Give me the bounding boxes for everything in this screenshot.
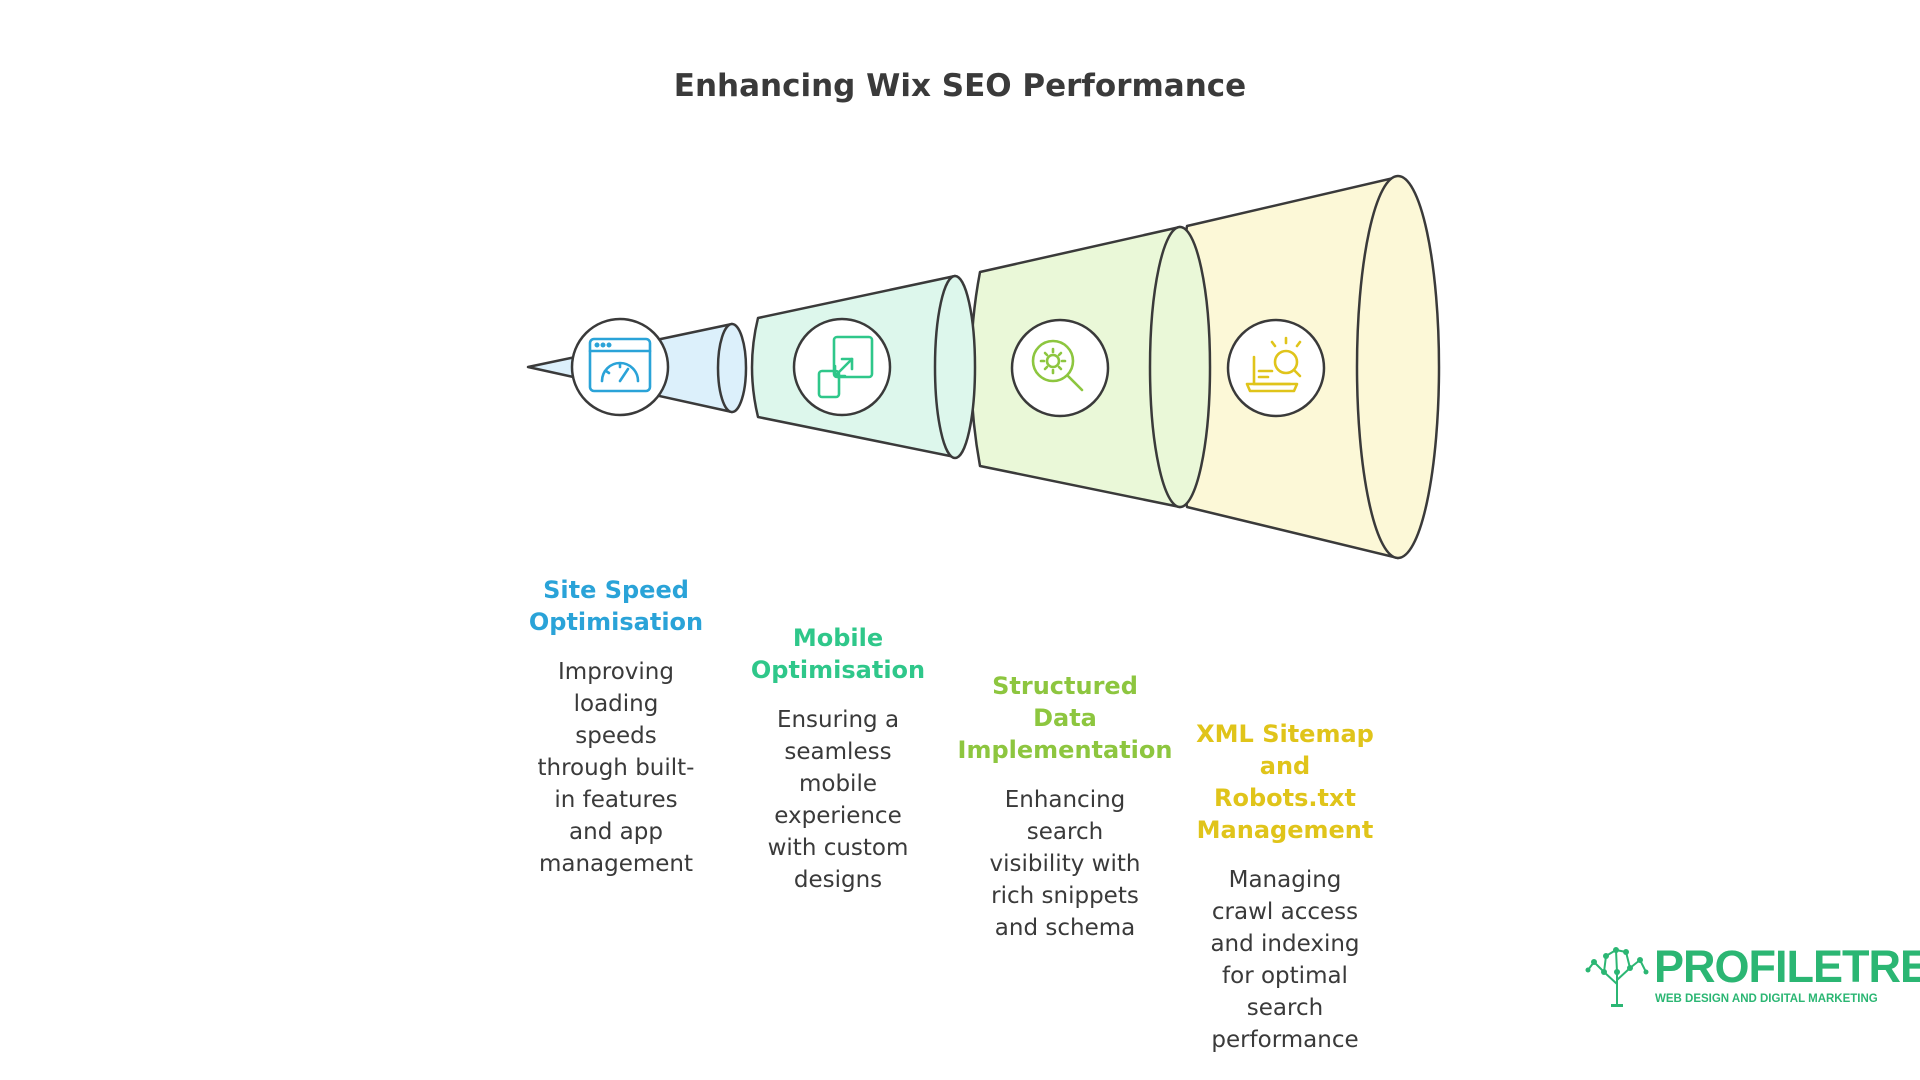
browser-speed-gauge-icon	[570, 317, 670, 417]
logo-tagline: WEB DESIGN AND DIGITAL MARKETING	[1655, 993, 1878, 1005]
step-structured-data: Structured Data Implementation Enhancing…	[950, 670, 1180, 944]
tree-icon	[1585, 947, 1649, 1007]
step-heading: Structured Data Implementation	[957, 672, 1173, 764]
step-site-speed: Site Speed Optimisation Improving loadin…	[516, 574, 716, 880]
step-heading: XML Sitemap and Robots.txt Management	[1196, 720, 1374, 844]
step-description: Improving loading speeds through built- …	[537, 659, 695, 877]
logo-brand: PROFILETREE	[1654, 941, 1920, 992]
gear-magnifier-icon	[1010, 318, 1110, 418]
profiletree-logo: PROFILETREE WEB DESIGN AND DIGITAL MARKE…	[1584, 942, 1920, 1012]
step-description: Managing crawl access and indexing for o…	[1210, 867, 1360, 1053]
step-description: Ensuring a seamless mobile experience wi…	[767, 707, 909, 893]
step-xml-sitemap: XML Sitemap and Robots.txt Management Ma…	[1180, 718, 1390, 1056]
step-mobile: Mobile Optimisation Ensuring a seamless …	[738, 622, 938, 896]
page-title: Enhancing Wix SEO Performance	[673, 68, 1247, 104]
step-heading: Site Speed Optimisation	[528, 576, 704, 636]
laptop-search-icon	[1226, 318, 1326, 418]
mobile-resize-icon	[792, 317, 892, 417]
step-heading: Mobile Optimisation	[750, 624, 926, 684]
step-description: Enhancing search visibility with rich sn…	[989, 787, 1141, 941]
